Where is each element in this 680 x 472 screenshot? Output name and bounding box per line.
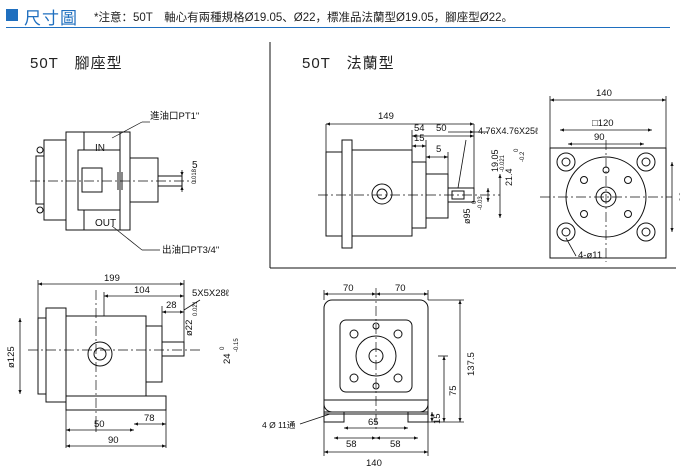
shaft-dia-foot: ø22: [184, 320, 195, 336]
dim-90-foot: 90: [108, 435, 119, 446]
dim-58-left: 58: [346, 439, 357, 450]
shaft-dia-flange-tol: -0.021: [500, 154, 506, 172]
dim-50-foot: 50: [94, 419, 105, 430]
outlet-leader: [111, 225, 143, 251]
shaft-ht-foot-tol1: 0: [220, 346, 226, 350]
inlet-label: 進油口PT1": [150, 110, 199, 122]
view-divider: [269, 42, 676, 269]
dim-70-left: 70: [343, 283, 354, 294]
dim-5: 5: [436, 144, 441, 155]
header-note: *注意：50T 軸心有兩種規格Ø19.05、Ø22，標准品法蘭型Ø19.05，腳…: [94, 12, 514, 24]
dim-70-right: 70: [395, 283, 406, 294]
outlet-label: 出油口PT3/4": [162, 244, 219, 256]
shaft-ht-flange-tol2: -0.2: [520, 151, 526, 162]
dim-125: ø125: [6, 346, 17, 368]
dim-78: 78: [144, 413, 155, 424]
dim-15-flange: 15: [414, 133, 425, 144]
foot-side-view: [28, 290, 200, 420]
page-title: 尺寸圖: [24, 9, 78, 28]
dim-199: 199: [104, 273, 120, 284]
dim-50-flange: 50: [436, 123, 447, 134]
dim-28: 28: [166, 300, 177, 311]
section-title-flange-type: 50T 法蘭型: [302, 55, 395, 72]
dim-137-5: 137.5: [466, 352, 477, 376]
dim-140-foot: 140: [366, 458, 382, 469]
shaft-ht-flange-tol1: 0: [514, 148, 520, 152]
dim-65: 65: [368, 417, 379, 428]
header-square-icon: [6, 9, 18, 21]
dim-104: 104: [134, 285, 150, 296]
spigot-dia: ø95: [462, 208, 472, 224]
key-top-tol: 0.018: [192, 168, 198, 184]
key-top-dim: 5: [192, 160, 198, 171]
page-header: 尺寸圖 *注意：50T 軸心有兩種規格Ø19.05、Ø22，標准品法蘭型Ø19.…: [0, 0, 680, 28]
dim-75: 75: [448, 385, 459, 396]
holes-foot: 4 Ø 11通: [262, 420, 296, 430]
dim-90-flange-h: 90: [594, 132, 605, 143]
inlet-leader: [111, 121, 143, 139]
dim-58-right: 58: [390, 439, 401, 450]
shaft-dia-foot-tol: 0.021: [193, 300, 199, 316]
shaft-dia-flange: 19.05: [490, 149, 500, 172]
dim-140-flange: 140: [596, 88, 612, 99]
foot-front-view: [323, 288, 429, 430]
shaft-ht-flange: 21.4: [504, 168, 514, 186]
dim-90-flange-v: 90: [678, 191, 680, 202]
shaft-ht-foot-tol2: -0.15: [234, 338, 240, 352]
holes-flange: 4-ø11: [578, 250, 602, 261]
flange-side-view: [318, 139, 500, 249]
dim-120-square: □120: [592, 118, 614, 129]
port-in-label: IN: [95, 143, 105, 154]
foot-top-view: [30, 131, 196, 231]
spigot-tol2: -0.03: [478, 196, 484, 210]
flange-front-view: [540, 140, 672, 262]
dim-15-foot: 15: [432, 413, 443, 424]
section-title-foot-type: 50T 腳座型: [30, 55, 123, 72]
port-out-label: OUT: [95, 218, 116, 229]
spigot-tol1: 0: [472, 200, 478, 204]
key-spec-flange: 4.76X4.76X25ℓ: [478, 126, 539, 136]
shaft-ht-foot: 24: [222, 353, 233, 364]
dim-54: 54: [414, 123, 425, 134]
dim-149: 149: [378, 111, 394, 122]
key-spec-foot: 5X5X28ℓ: [192, 288, 230, 299]
header-divider: [6, 27, 670, 28]
